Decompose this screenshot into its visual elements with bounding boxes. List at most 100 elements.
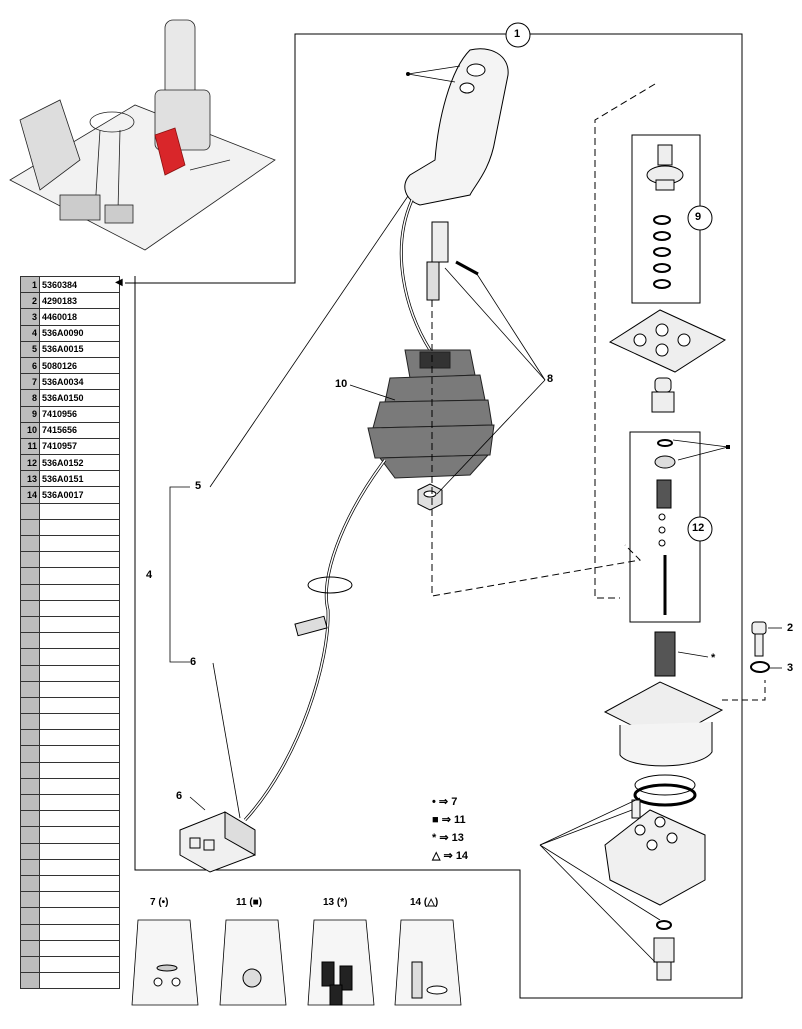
callout-6-lower: 6 [176,790,183,802]
outlet-fitting [653,937,675,981]
legend-row-13: * ⇒ 13 [432,832,464,844]
part-number: 5 [20,340,40,358]
part-number: 2 [20,292,40,310]
part-number: 14 [20,486,40,504]
part-number: 11 [20,437,40,456]
part-code [39,599,120,617]
part-code: 536A0017 [39,486,120,504]
part-code: 536A0090 [39,324,120,342]
part-number [20,972,40,990]
table-row [20,891,120,909]
part-code [39,518,120,537]
callout-2: 2 [787,622,794,634]
part-number [20,858,40,876]
part-code [39,955,120,974]
legend-row-7: • ⇒ 7 [432,796,458,808]
manifold-block [604,799,706,906]
rubber-boot [367,349,495,479]
cable-bracket [294,615,328,637]
part-number [20,826,40,844]
part-number: 6 [20,356,40,375]
table-row [20,939,120,957]
seal-stack-9 [653,215,671,289]
part-number [20,534,40,553]
callout-4: 4 [146,569,153,581]
plunger [651,377,675,413]
table-row [20,842,120,860]
part-number: 7 [20,373,40,391]
cam-plate [608,309,727,373]
washer [750,661,770,673]
table-row [20,777,120,796]
cable-plug [426,221,449,301]
part-code [39,534,120,553]
part-number [20,518,40,537]
table-row [20,972,120,990]
table-row [20,923,120,941]
table-row [20,907,120,925]
o-ring [656,920,672,930]
part-code: 5080126 [39,356,120,375]
part-code [39,615,120,634]
part-code: 5360384 [39,275,120,294]
part-number [20,729,40,747]
part-code [39,551,120,569]
bag-label-11: 11 (■) [236,897,263,908]
table-row [20,955,120,974]
part-number: 1 [20,275,40,294]
part-number [20,680,40,698]
part-code [39,891,120,909]
part-number [20,664,40,682]
part-code: 536A0034 [39,373,120,391]
part-code [39,810,120,828]
callout-12: 12 [692,522,705,534]
table-row [20,534,120,553]
callout-8: 8 [547,373,554,385]
part-code: 4460018 [39,308,120,326]
part-number: 8 [20,389,40,407]
part-number: 10 [20,421,40,439]
part-code: 536A0152 [39,454,120,472]
part-code: 7415656 [39,421,120,439]
part-number [20,793,40,812]
machine-thumbnail [9,19,276,251]
table-row [20,810,120,828]
cable-clamp [307,576,353,594]
part-code [39,729,120,747]
part-code [39,972,120,990]
part-code [39,923,120,941]
part-number [20,567,40,585]
part-number [20,891,40,909]
table-row [20,664,120,682]
callout-1: 1 [514,28,521,40]
table-row [20,713,120,731]
part-code [39,664,120,682]
part-code: 536A0015 [39,340,120,358]
part-number [20,842,40,860]
lower-cable [243,459,387,822]
part-code [39,696,120,715]
part-code [39,745,120,763]
table-row [20,551,120,569]
table-row [20,745,120,763]
part-number [20,923,40,941]
bolt [751,621,767,657]
valve-body [603,681,724,807]
part-number [20,810,40,828]
callout-6-upper: 6 [190,656,197,668]
legend-row-11: ■ ⇒ 11 [432,814,466,826]
part-code: 536A0150 [39,389,120,407]
nut [417,483,443,511]
part-code [39,680,120,698]
callout-5: 5 [195,480,202,492]
part-code [39,648,120,666]
part-number [20,745,40,763]
callout-star: * [711,652,716,664]
part-number [20,761,40,779]
